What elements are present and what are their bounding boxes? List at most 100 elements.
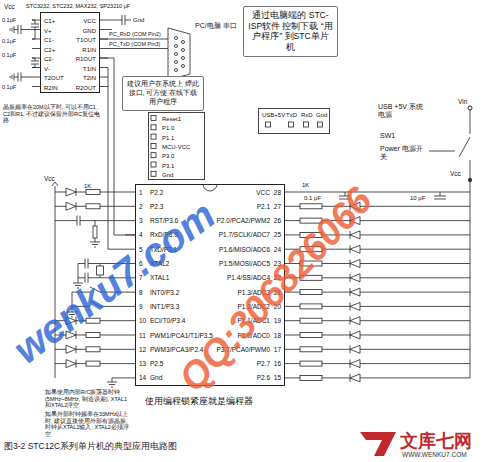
- pin-label: P2.7: [257, 361, 270, 368]
- capacitor-c2: [31, 58, 39, 68]
- pin-label: 14: [139, 375, 146, 382]
- logo-mark: [360, 432, 396, 456]
- pin-label: V-: [44, 66, 50, 72]
- resistor-symbol: [86, 361, 100, 366]
- header-pin: [318, 122, 323, 127]
- pin-label: 24: [274, 247, 281, 254]
- header-pin: [151, 116, 156, 121]
- callout-box: 建议用户在系统上 焊此接口, 可方便 在线下载用户程序: [122, 76, 204, 111]
- resistor-symbol: [86, 347, 100, 352]
- reset-circuit: [55, 216, 125, 247]
- pin-label: R2OUT: [76, 85, 96, 91]
- pin-label: USB+5V: [262, 112, 285, 118]
- callout-text: 建议用户在系统上 焊此接口, 可方便 在线下载用户程序: [127, 80, 199, 106]
- pin-label: 3: [139, 218, 143, 225]
- header-pin: [151, 143, 156, 148]
- header-pin: [151, 153, 156, 158]
- watermark: wenku7.com: [6, 194, 222, 370]
- pin-label: Gnd: [316, 112, 327, 118]
- connector-pin: [175, 61, 178, 64]
- resistor-symbol: [300, 333, 322, 338]
- pin-label: VCC: [83, 18, 96, 24]
- pin-label: 13: [139, 361, 146, 368]
- connector-pin: [182, 49, 185, 52]
- note-label: 0.1μF: [2, 52, 16, 59]
- connector-pin: [175, 37, 178, 40]
- note-label: 如果使用内部R/C振荡器时钟 (5MHz~8MHz, 制造误差), XTAL1和…: [45, 389, 133, 409]
- pin-label: Gnd: [162, 172, 173, 178]
- note-label: 0.1 μF: [304, 195, 321, 202]
- pin-label: P2.1: [257, 204, 270, 211]
- resistor-symbol: [300, 290, 322, 295]
- pin-label: T1IN: [83, 66, 96, 72]
- header-pin: [151, 134, 156, 139]
- pin-label: P2.0/PCA2/PWM2: [217, 218, 270, 225]
- pin-label: C2-: [44, 56, 54, 62]
- usb-header: USB+5VTxDRxDGnd: [258, 108, 330, 134]
- pin-label: 25: [274, 232, 281, 239]
- pin-label: Gnd: [150, 375, 162, 382]
- pin-label: 18: [274, 333, 281, 340]
- decoupling-capacitor: [295, 192, 470, 199]
- pin-label: R2IN: [44, 85, 58, 91]
- capacitor-vplus: [10, 25, 32, 34]
- connector-pin: [175, 69, 178, 72]
- logo-text: WWW.WENKU7.COM: [402, 451, 467, 459]
- pin-label: T2IN: [83, 75, 96, 81]
- pin-label: P2.3: [150, 204, 163, 211]
- pin-label: 28: [274, 190, 281, 197]
- connector-pin: [175, 53, 178, 56]
- header-pin: [151, 171, 156, 176]
- connector-pin: [182, 65, 185, 68]
- pin-label: C1+: [44, 18, 55, 24]
- note-label: 10 μF: [410, 195, 425, 202]
- note-label: Vin: [458, 98, 467, 106]
- pin-label: 26: [274, 218, 281, 225]
- note-label: 0.1μF: [2, 84, 16, 91]
- pin-label: 11: [139, 333, 146, 340]
- rs232-chip: C1+V+C1-C2+C2-V-T2OUTR2INVCCGNDT1OUTR1IN…: [40, 12, 100, 93]
- note-label: 0.1μF: [2, 38, 16, 45]
- capacitor-10uf: [108, 15, 131, 30]
- note-label: 10 μF: [116, 3, 130, 10]
- header-pin: [151, 162, 156, 167]
- resistor-symbol: [300, 204, 322, 209]
- pin-label: R1IN: [82, 47, 96, 53]
- pin-label: MCU-VCC: [162, 144, 190, 150]
- pin-label: C1-: [44, 37, 54, 43]
- pin-label: P3.1: [162, 163, 174, 169]
- pin-label: PC/电脑 串口: [195, 22, 239, 31]
- resistor-symbol: [86, 333, 100, 338]
- pin-label: V+: [44, 28, 52, 34]
- note-label: 如果外部时钟频率在33MHz以上时, 建议直接使用外部有源晶振, 时钟从XTAL…: [45, 411, 133, 437]
- pin-label: INT0/P3.2: [150, 290, 179, 297]
- pin-label: 16: [274, 361, 281, 368]
- resistor-symbol: [300, 361, 322, 366]
- pin-label: 17: [274, 347, 281, 354]
- pin-label: GND: [83, 28, 96, 34]
- figure-caption: 图3-2 STC12C系列单片机的典型应用电路图: [4, 441, 177, 451]
- pin-label: 27: [274, 204, 281, 211]
- resistor-symbol: [300, 375, 322, 380]
- connector-pin: [182, 57, 185, 60]
- pin-label: P1.7/SCLK/ADC7: [219, 232, 270, 239]
- pin-label: T2OUT: [44, 75, 64, 81]
- note-label: 1K: [84, 183, 91, 190]
- note-label: SW1: [380, 132, 395, 140]
- pin-label: P1.1: [162, 135, 174, 141]
- pin-label: P1.6/MISO/ADC6: [219, 247, 270, 254]
- junction: [468, 178, 472, 182]
- pin-label: 1: [139, 190, 143, 197]
- pin-label: P2.6: [257, 375, 270, 382]
- header-pin: [289, 122, 294, 127]
- note-label: Power 电源开关: [380, 145, 426, 162]
- connector-pin: [175, 45, 178, 48]
- pin-label: C2+: [44, 47, 55, 53]
- note-label: PC_TxD (COM Pin3): [109, 41, 160, 48]
- pin-label: ECI/T0/P3.4: [150, 318, 185, 325]
- pin-label: 15: [274, 375, 281, 382]
- note-label: Vcc: [44, 175, 55, 183]
- signal-wire: [100, 39, 165, 40]
- pin-label: P1.5/MOSI/ADC5: [219, 261, 270, 268]
- capacitor-vminus: [10, 73, 32, 82]
